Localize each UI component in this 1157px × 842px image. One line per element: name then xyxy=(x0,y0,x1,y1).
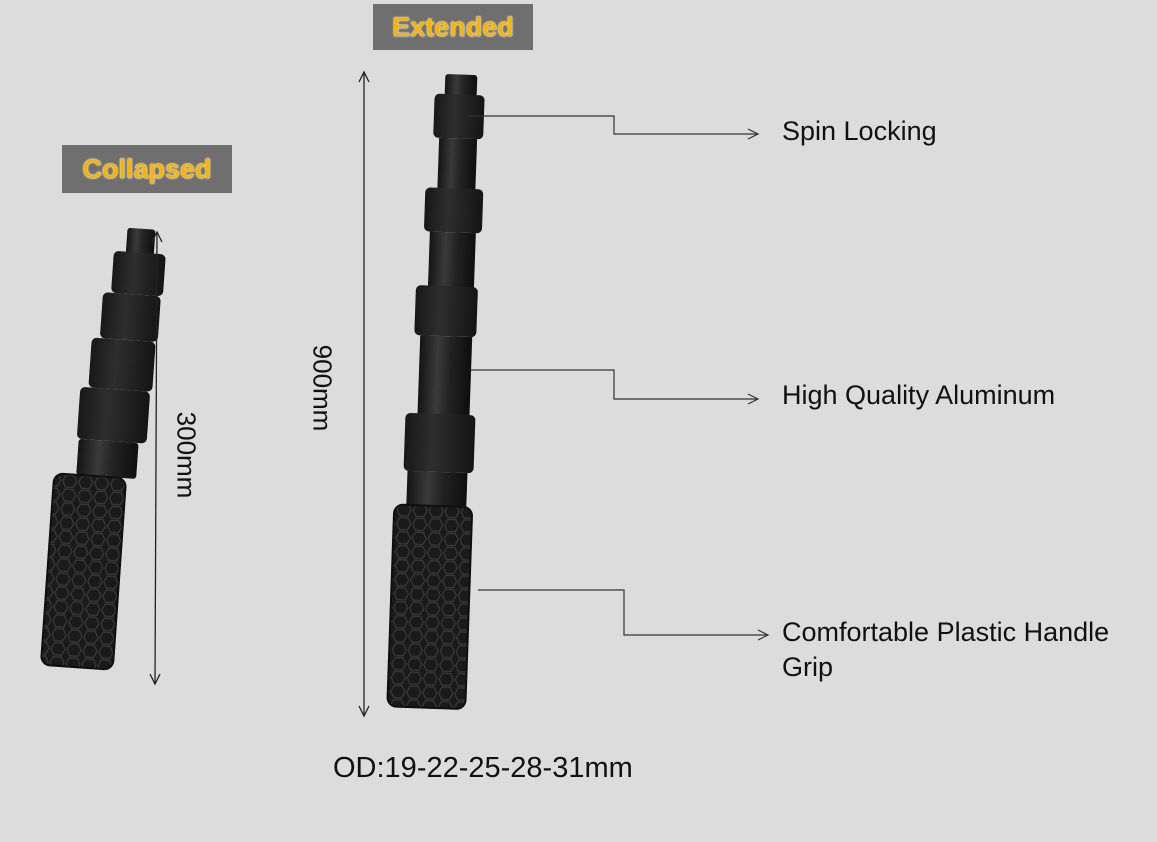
collapsed-dimension-arrow xyxy=(149,230,163,686)
extended-tag: Extended xyxy=(373,4,533,50)
extended-dimension-arrow xyxy=(358,70,370,718)
grip-label: Comfortable Plastic Handle Grip xyxy=(782,617,1110,682)
spin-locking-label: Spin Locking xyxy=(782,116,937,146)
callout-grip-leader xyxy=(478,589,770,641)
callout-spin-leader xyxy=(468,115,760,140)
aluminum-label: High Quality Aluminum xyxy=(782,380,1056,410)
outer-diameter-spec: OD:19-22-25-28-31mm xyxy=(333,752,633,784)
extended-length-label: 900mm xyxy=(307,344,338,432)
extended-pole xyxy=(386,74,485,710)
collapsed-tag: Collapsed xyxy=(62,145,232,193)
collapsed-pole xyxy=(40,227,166,671)
collapsed-length-label: 300mm xyxy=(171,411,202,499)
callout-aluminum-leader xyxy=(470,369,760,405)
